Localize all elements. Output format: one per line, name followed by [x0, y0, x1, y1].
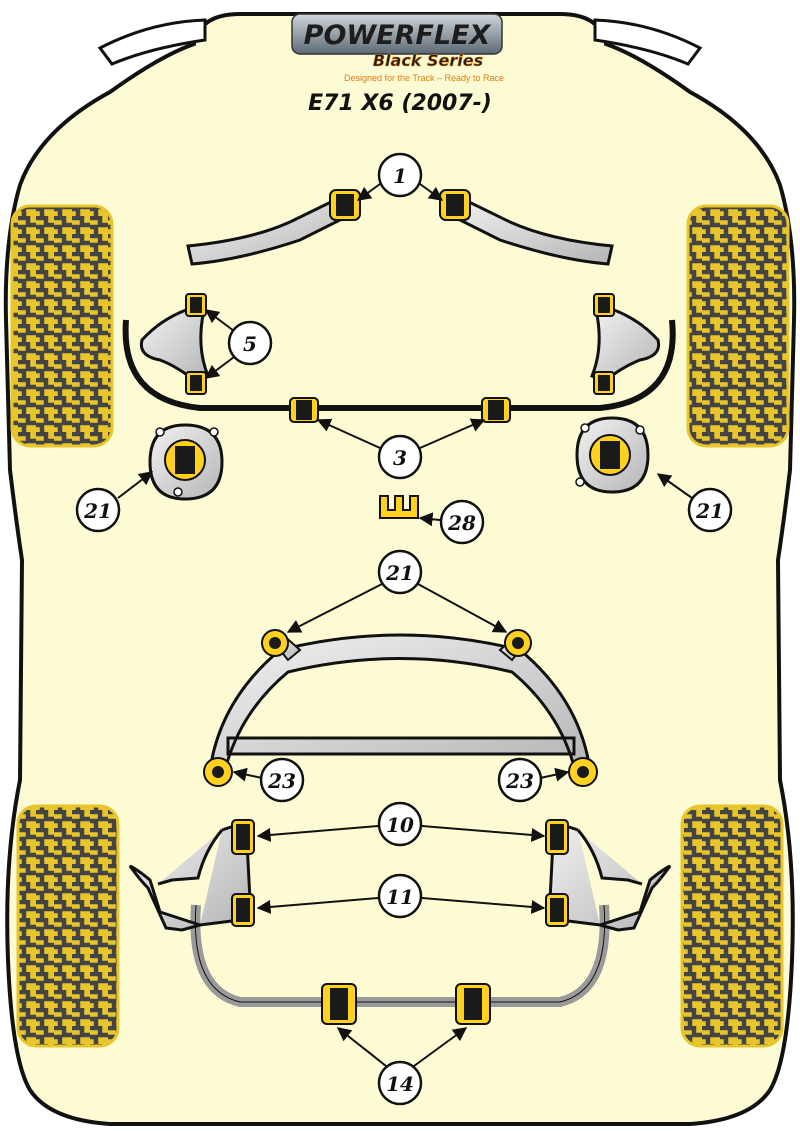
- front-left-arm-bushing: [329, 189, 361, 221]
- callout-10: 10: [377, 801, 423, 847]
- left-front-cutout: [97, 18, 207, 66]
- rear-right-lower-bushing: [545, 893, 569, 927]
- rear-right-hub-carrier: [548, 819, 672, 932]
- callout-1-label: 1: [393, 164, 407, 188]
- front-right-control-arm-bushing-lower: [593, 371, 615, 395]
- rear-anti-roll-bar-bushing-right: [455, 983, 491, 1025]
- callout-21-center: 21: [377, 549, 423, 595]
- powerflex-logo: POWERFLEX Black Series Designed for the …: [291, 13, 504, 83]
- rear-anti-roll-bar-edge: [194, 904, 606, 1003]
- callout-11: 11: [377, 873, 423, 919]
- rear-left-lower-bushing: [231, 893, 255, 927]
- logo-tagline-text: Designed for the Track – Ready to Race: [344, 73, 504, 83]
- callout-3-label: 3: [393, 446, 407, 470]
- callout-14: 14: [377, 1060, 423, 1106]
- callout-21-left-label: 21: [83, 499, 112, 523]
- logo-brand-text: POWERFLEX: [304, 20, 492, 51]
- rear-right-upper-bushing: [545, 819, 569, 855]
- front-left-control-arm-bushing-upper: [185, 293, 207, 317]
- callout-1: 1: [377, 152, 423, 198]
- callout-21-left: 21: [75, 487, 121, 533]
- engine-mount-insert: [379, 495, 419, 519]
- callout-23-right: 23: [497, 757, 543, 803]
- front-right-control-arm: [589, 308, 661, 382]
- callout-5-label: 5: [243, 332, 257, 356]
- callout-21-center-label: 21: [385, 561, 414, 585]
- front-left-tyre: [10, 204, 114, 448]
- front-left-strut-mount: [148, 423, 224, 501]
- callout-11-label: 11: [386, 885, 414, 909]
- rear-subframe-bushing-rear-right: [568, 757, 598, 787]
- front-anti-roll-bar-bushing-right: [481, 397, 511, 423]
- front-anti-roll-bar: [122, 319, 676, 411]
- front-left-control-arm: [139, 308, 211, 382]
- callout-5: 5: [227, 320, 273, 366]
- front-right-control-arm-bushing-upper: [593, 293, 615, 317]
- front-right-arm-bushing: [439, 189, 471, 221]
- callout-23-right-label: 23: [505, 769, 534, 793]
- callout-14-label: 14: [386, 1072, 414, 1096]
- rear-subframe-bushing-front-right: [504, 629, 532, 657]
- callout-21-right-label: 21: [695, 499, 724, 523]
- rear-subframe-bushing-rear-left: [203, 757, 233, 787]
- rear-left-tyre: [16, 804, 120, 1048]
- right-front-cutout: [593, 18, 703, 66]
- rear-right-tyre: [680, 804, 784, 1048]
- rear-left-upper-bushing: [231, 819, 255, 855]
- leader-lines: [117, 183, 693, 1067]
- vehicle-title: E71 X6 (2007-): [308, 91, 492, 116]
- logo-series-text: Black Series: [373, 51, 483, 70]
- callout-21-right: 21: [687, 487, 733, 533]
- callout-10-label: 10: [386, 813, 414, 837]
- callout-23-left-label: 23: [267, 769, 296, 793]
- callout-28-label: 28: [447, 511, 476, 535]
- callout-23-left: 23: [259, 757, 305, 803]
- callout-3: 3: [377, 434, 423, 480]
- front-right-tyre: [686, 204, 790, 448]
- rear-left-hub-carrier: [128, 819, 252, 932]
- front-right-strut-mount: [575, 416, 650, 494]
- front-left-control-arm-bushing-lower: [185, 371, 207, 395]
- callout-28: 28: [439, 499, 485, 545]
- front-anti-roll-bar-bushing-left: [289, 397, 319, 423]
- rear-anti-roll-bar-bushing-left: [321, 983, 357, 1025]
- rear-subframe-bushing-front-left: [261, 629, 289, 657]
